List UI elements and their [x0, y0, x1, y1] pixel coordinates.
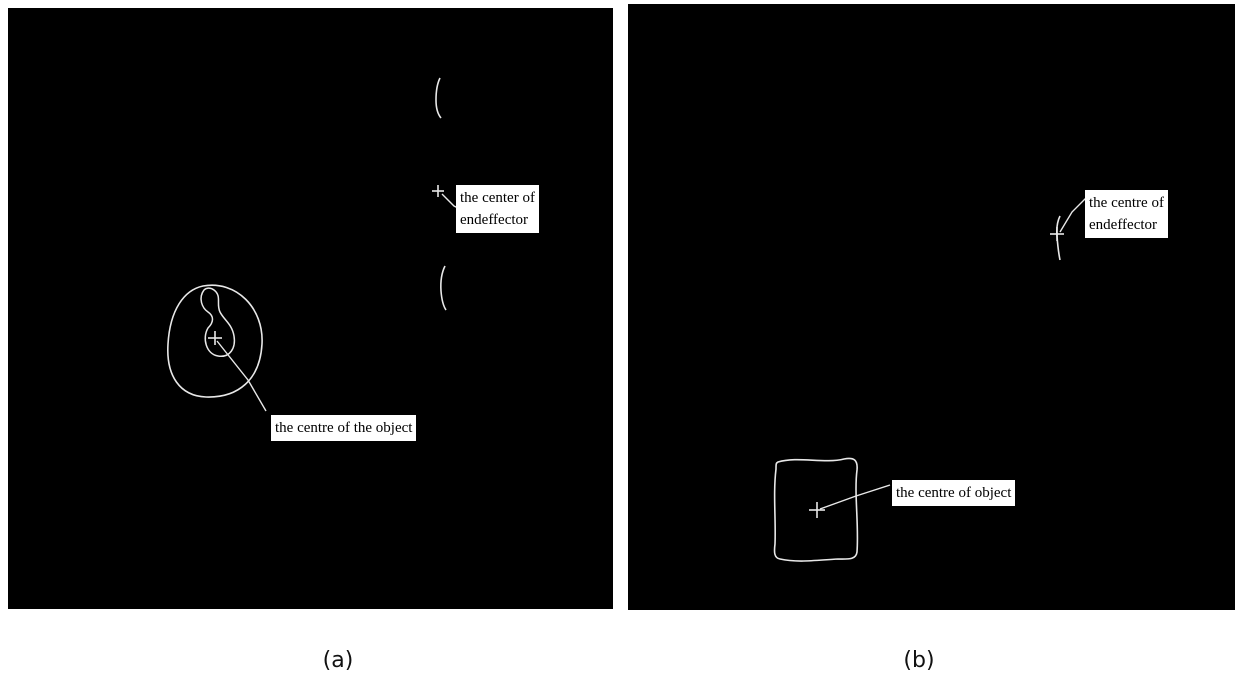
gripper-lower-jaw: [440, 265, 447, 311]
object-leader-line: [216, 340, 267, 412]
endeffector-center-cross: [1050, 227, 1064, 241]
endeffector-label: the centre of endeffector: [1085, 190, 1168, 238]
object-label: the centre of the object: [271, 415, 417, 441]
panel-a: the center of endeffector the centre of …: [8, 8, 613, 609]
object-center-cross: [809, 502, 825, 518]
endeffector-center-cross: [432, 185, 444, 197]
object-label: the centre of object: [892, 480, 1016, 506]
endeffector-label-line1: the centre of: [1089, 195, 1164, 211]
object-label-text: the centre of the object: [275, 420, 413, 436]
endeffector-label-line1: the center of: [460, 190, 535, 206]
object-center-cross: [208, 331, 222, 345]
gripper-upper-jaw: [435, 77, 442, 119]
object-leader-line: [819, 484, 891, 510]
caption-b: (b): [903, 648, 935, 673]
endeffector-label-line2: endeffector: [460, 212, 529, 228]
object-inner-contour: [200, 287, 236, 357]
endeffector-leader-line: [1059, 197, 1087, 233]
panel-a-drawing: [167, 77, 461, 412]
caption-a: (a): [322, 648, 354, 673]
panel-b-drawing: [773, 197, 1087, 562]
object-label-text: the centre of object: [896, 485, 1012, 501]
endeffector-label: the center of endeffector: [456, 185, 539, 233]
object-contour: [773, 457, 859, 562]
panel-b: the centre of endeffector the centre of …: [628, 4, 1235, 610]
object-outer-contour: [167, 284, 263, 398]
endeffector-label-line2: endeffector: [1089, 217, 1158, 233]
